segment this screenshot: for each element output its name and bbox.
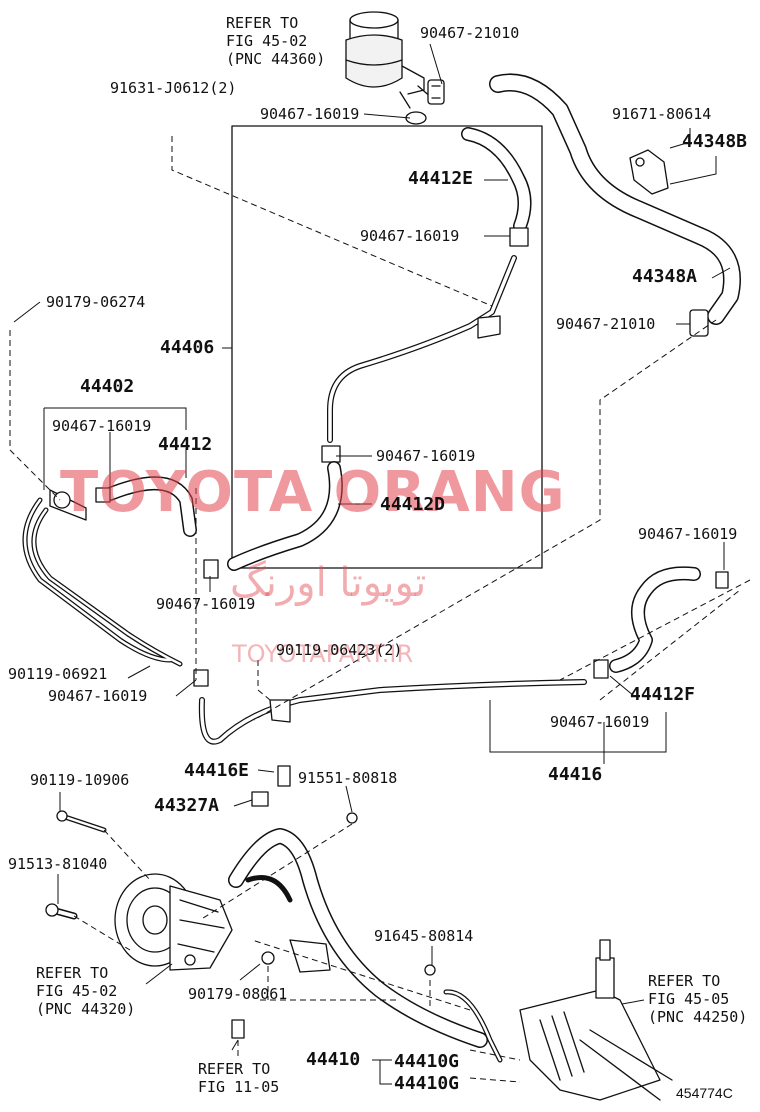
bolt-90119-10906 [56, 810, 107, 833]
reference-pump: REFER TO FIG 45-02 (PNC 44320) [36, 964, 135, 1018]
part-label-44416e: 44416E [184, 760, 250, 781]
part-label-44348a: 44348A [632, 266, 698, 287]
part-label-90467-16019: 90467-16019 [360, 227, 460, 245]
part-label-90179-08061: 90179-08061 [188, 985, 288, 1003]
part-label-91551-80818: 91551-80818 [298, 769, 398, 787]
reference-line: REFER TO [648, 972, 721, 990]
watermark-brand: TOYOTA ORANG [60, 460, 566, 525]
part-label-91645-80814: 91645-80814 [374, 927, 474, 945]
part-label-90179-06274: 90179-06274 [46, 293, 146, 311]
part-label-90119-06921: 90119-06921 [8, 665, 108, 683]
part-label-91631-j0612: 91631-J0612(2) [110, 79, 237, 97]
part-label-90467-16019: 90467-16019 [52, 417, 152, 435]
part-label-90467-16019: 90467-16019 [48, 687, 148, 705]
illustration-code: 454774C [676, 1085, 733, 1101]
part-label-44412d: 44412D [380, 494, 446, 515]
reference-line: REFER TO [36, 964, 109, 982]
reference-line: FIG 45-05 [648, 990, 730, 1008]
part-label-90467-21010: 90467-21010 [556, 315, 656, 333]
watermark-persian: تویوتا اورنگ [230, 560, 427, 606]
clamp-90467-21010-top [427, 79, 445, 105]
part-label-44327a: 44327A [154, 795, 220, 816]
reference-line: FIG 45-02 [226, 32, 308, 50]
watermark-site: TOYOTAPART.IR [232, 640, 414, 668]
part-label-44412f: 44412F [630, 684, 696, 705]
pipe-44406 [327, 255, 517, 443]
reference-line: REFER TO [198, 1060, 271, 1078]
cooler-44402 [22, 489, 183, 667]
reference-line: FIG 45-02 [36, 982, 118, 1000]
reference-line: REFER TO [226, 14, 299, 32]
part-label-90467-16019: 90467-16019 [550, 713, 650, 731]
part-label-91671-80614: 91671-80614 [612, 105, 712, 123]
reference-line: (PNC 44250) [648, 1008, 748, 1026]
power-steering-pump [114, 873, 233, 971]
part-label-44348b: 44348B [682, 131, 748, 152]
assembly-box-44406 [231, 125, 543, 569]
steering-gear [519, 939, 673, 1101]
part-label-91513-81040: 91513-81040 [8, 855, 108, 873]
reservoir-tank [345, 11, 433, 109]
part-label-44406: 44406 [160, 337, 215, 358]
reference-reservoir: REFER TO FIG 45-02 (PNC 44360) [226, 14, 325, 68]
part-label-44410g: 44410G [394, 1051, 460, 1072]
part-label-44416: 44416 [548, 764, 603, 785]
reference-line: (PNC 44360) [226, 50, 326, 68]
clamp-90467-21010-right [689, 309, 709, 337]
part-label-90467-16019: 90467-16019 [638, 525, 738, 543]
part-label-44402: 44402 [80, 376, 135, 397]
reference-fig11: REFER TO FIG 11-05 [198, 1060, 279, 1096]
bolt-91513-81040 [45, 903, 78, 920]
part-label-44412: 44412 [158, 434, 213, 455]
reference-line: FIG 11-05 [198, 1078, 280, 1096]
part-label-90467-16019: 90467-16019 [260, 105, 360, 123]
part-label-44410: 44410 [306, 1049, 361, 1070]
part-label-90467-21010: 90467-21010 [420, 24, 520, 42]
part-label-90467-16019: 90467-16019 [376, 447, 476, 465]
part-label-90467-16019: 90467-16019 [156, 595, 256, 613]
fitting-44416e [277, 765, 291, 787]
part-label-44410g: 44410G [394, 1073, 460, 1094]
part-label-90119-10906: 90119-10906 [30, 771, 130, 789]
reference-line: (PNC 44320) [36, 1000, 136, 1018]
part-label-90119-06423: 90119-06423(2) [276, 641, 403, 659]
fitting-44327a [251, 791, 269, 807]
bracket-44348b [629, 149, 669, 195]
reference-gear: REFER TO FIG 45-05 (PNC 44250) [648, 972, 747, 1026]
part-label-44412e: 44412E [408, 168, 474, 189]
